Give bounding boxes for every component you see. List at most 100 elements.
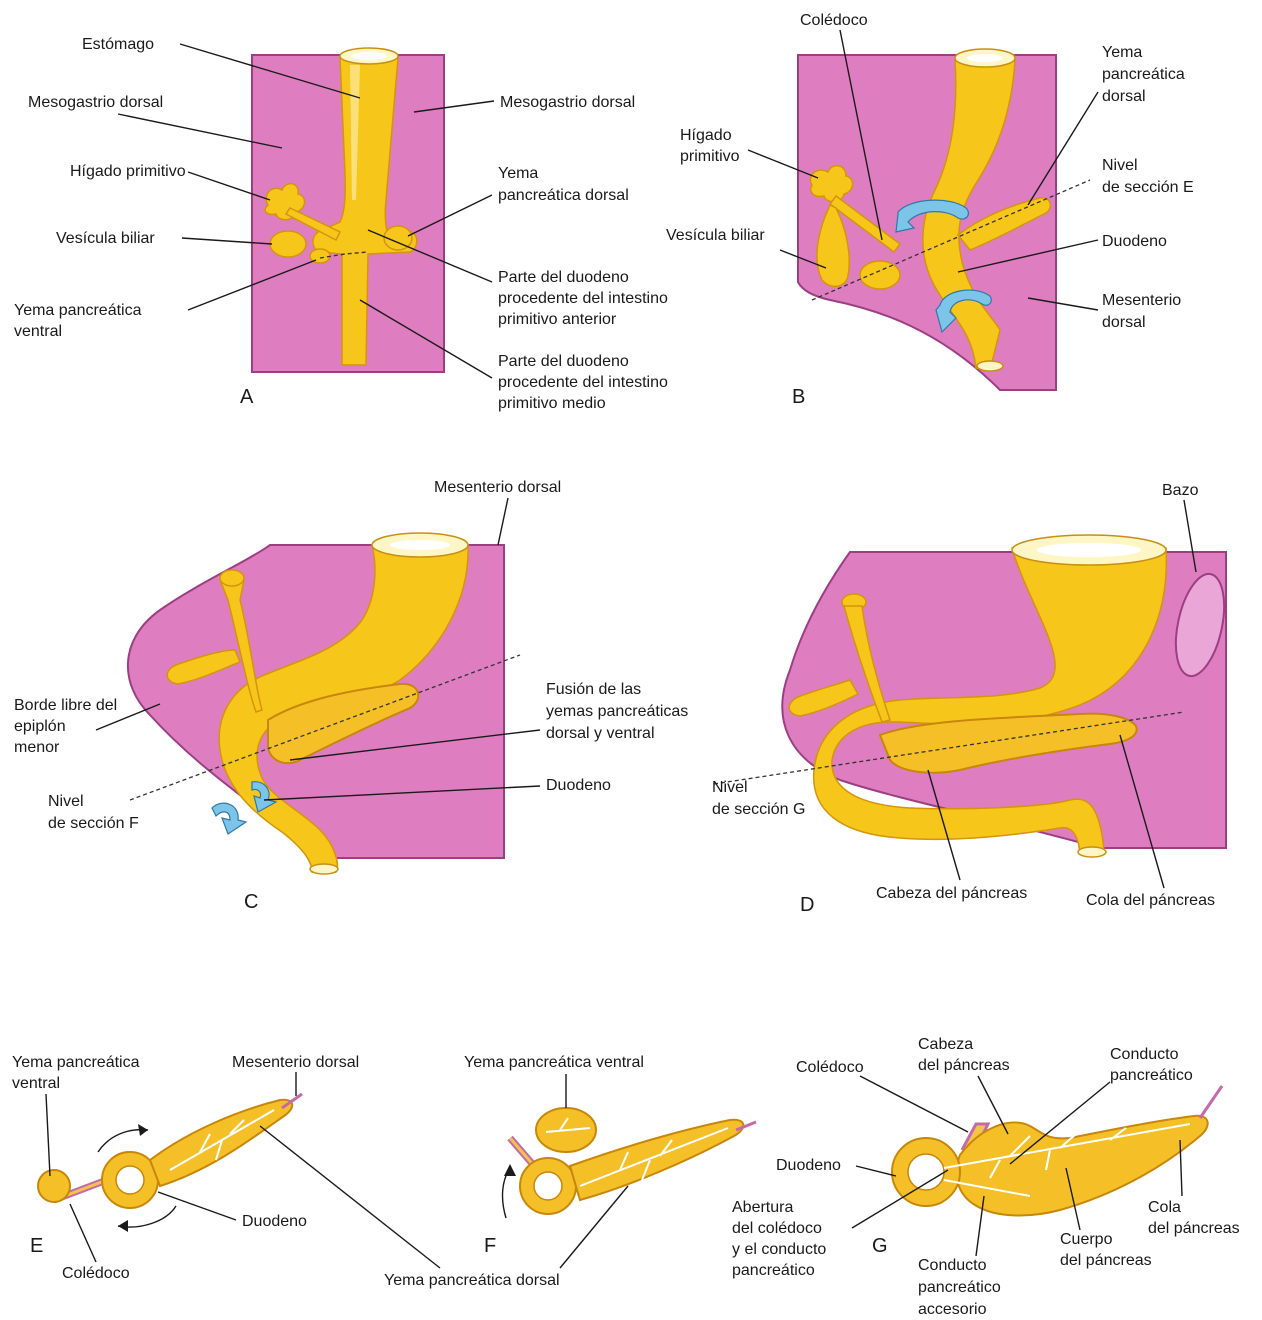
label-yema-dorsal-b-3: dorsal xyxy=(1102,88,1146,105)
label-accesorio-1: Conducto xyxy=(918,1257,987,1274)
label-yema-dorsal-f: Yema pancreática dorsal xyxy=(384,1272,560,1289)
duodenum-lumen-f xyxy=(534,1172,562,1200)
label-fusion-1: Fusión de las xyxy=(546,681,641,698)
duodenum-lumen-g xyxy=(908,1154,944,1190)
label-borde-1: Borde libre del xyxy=(14,697,117,714)
label-yema-dorsal-b-1: Yema xyxy=(1102,44,1142,61)
panel-letter-b: B xyxy=(792,386,805,408)
label-yema-ventral-a-2: ventral xyxy=(14,323,62,340)
panel-letter-e: E xyxy=(30,1235,43,1257)
label-yema-ventral-e-1: Yema pancreática xyxy=(12,1054,140,1071)
label-conducto-g-1: Conducto xyxy=(1110,1046,1179,1063)
label-estomago: Estómago xyxy=(82,36,154,53)
label-coledoco-e: Colédoco xyxy=(62,1265,130,1282)
label-nivel-g-2: de sección G xyxy=(712,801,805,818)
label-cabeza-g-2: del páncreas xyxy=(918,1057,1010,1074)
label-bazo: Bazo xyxy=(1162,482,1199,499)
leader-coledoco-g xyxy=(860,1076,968,1132)
label-higado-b-1: Hígado xyxy=(680,127,732,144)
label-cola-g-1: Cola xyxy=(1148,1199,1181,1216)
label-yema-ventral-f: Yema pancreática ventral xyxy=(464,1054,644,1071)
duodenum-end-lumen-d xyxy=(1078,847,1106,857)
ventral-bud-e xyxy=(38,1170,70,1202)
label-duod-ant-1: Parte del duodeno xyxy=(498,269,629,286)
label-yema-ventral-e-2: ventral xyxy=(12,1075,60,1092)
label-coledoco-g: Colédoco xyxy=(796,1059,864,1076)
label-nivel-f-1: Nivel xyxy=(48,793,84,810)
label-nivel-e-2: de sección E xyxy=(1102,179,1194,196)
label-duod-med-1: Parte del duodeno xyxy=(498,353,629,370)
leader-yema-dorsal-f-to-e xyxy=(260,1126,440,1268)
panel-b xyxy=(798,49,1090,390)
leader-coledoco-e xyxy=(70,1204,96,1262)
label-cuerpo-1: Cuerpo xyxy=(1060,1231,1113,1248)
label-cabeza-d: Cabeza del páncreas xyxy=(876,885,1027,902)
label-yema-dorsal-a-1: Yema xyxy=(498,165,538,182)
label-accesorio-3: accesorio xyxy=(918,1301,987,1318)
leader-duodeno-e xyxy=(158,1192,236,1220)
panel-c xyxy=(128,533,520,874)
stomach-lumen-inner-c xyxy=(390,540,450,550)
label-higado: Hígado primitivo xyxy=(70,163,186,180)
label-abertura-3: y el conducto xyxy=(732,1241,826,1258)
panel-e xyxy=(38,1094,302,1232)
ventral-pancreatic-bud-b xyxy=(860,261,900,289)
label-conducto-g-2: pancreático xyxy=(1110,1067,1193,1084)
arrow-f-head xyxy=(504,1164,516,1176)
label-abertura-1: Abertura xyxy=(732,1199,793,1216)
label-abertura-4: pancreático xyxy=(732,1262,815,1279)
label-coledoco-b: Colédoco xyxy=(800,12,868,29)
label-duod-ant-2: procedente del intestino xyxy=(498,290,668,307)
label-higado-b-2: primitivo xyxy=(680,148,740,165)
label-borde-2: epiplón xyxy=(14,718,66,735)
leader-mesenterio-c xyxy=(498,498,508,545)
label-yema-ventral-a-1: Yema pancreática xyxy=(14,302,142,319)
label-duodeno-c: Duodeno xyxy=(546,777,611,794)
label-cola-d: Cola del páncreas xyxy=(1086,892,1215,909)
rotation-arrow-lower-c xyxy=(212,803,246,834)
label-fusion-3: dorsal y ventral xyxy=(546,725,655,742)
label-nivel-f-2: de sección F xyxy=(48,815,139,832)
panel-letter-c: C xyxy=(244,891,258,913)
duodenum-lumen-e xyxy=(116,1166,144,1194)
panel-a xyxy=(252,48,444,372)
label-mesenterio-b-1: Mesenterio xyxy=(1102,292,1181,309)
gut-lumen-inner-a xyxy=(351,52,387,60)
panel-g xyxy=(892,1086,1222,1215)
label-vesicula-b: Vesícula biliar xyxy=(666,227,765,244)
label-duod-ant-3: primitivo anterior xyxy=(498,311,617,328)
label-abertura-2: del colédoco xyxy=(732,1220,822,1237)
label-mesenterio-e: Mesenterio dorsal xyxy=(232,1054,359,1071)
label-yema-dorsal-a-2: pancreática dorsal xyxy=(498,187,629,204)
label-vesicula-a: Vesícula biliar xyxy=(56,230,155,247)
label-cola-g-2: del páncreas xyxy=(1148,1220,1240,1237)
panel-letter-f: F xyxy=(484,1235,496,1257)
panel-f xyxy=(503,1108,756,1218)
mesentery-stub-g xyxy=(1200,1086,1222,1118)
label-cuerpo-2: del páncreas xyxy=(1060,1252,1152,1269)
label-borde-3: menor xyxy=(14,739,60,756)
label-duodeno-g: Duodeno xyxy=(776,1157,841,1174)
label-mesenterio-b-2: dorsal xyxy=(1102,314,1146,331)
label-duodeno-e: Duodeno xyxy=(242,1213,307,1230)
stomach-lumen-inner-d xyxy=(1037,543,1141,557)
gut-end-lumen-b xyxy=(977,361,1003,371)
panel-letter-a: A xyxy=(240,386,254,408)
leader-duodeno-g xyxy=(856,1166,896,1176)
label-duod-med-2: procedente del intestino xyxy=(498,374,668,391)
liver-stub-c xyxy=(220,570,244,586)
label-duodeno-b: Duodeno xyxy=(1102,233,1167,250)
label-accesorio-2: pancreático xyxy=(918,1279,1001,1296)
duodenum-end-lumen-c xyxy=(310,864,338,874)
gallbladder-a xyxy=(270,231,306,257)
label-yema-dorsal-b-2: pancreática xyxy=(1102,66,1185,83)
label-mesogastrio-right: Mesogastrio dorsal xyxy=(500,94,635,111)
label-nivel-e-1: Nivel xyxy=(1102,157,1138,174)
gut-lumen-inner-b xyxy=(967,54,1003,62)
label-mesenterio-c: Mesenterio dorsal xyxy=(434,479,561,496)
label-fusion-2: yemas pancreáticas xyxy=(546,703,688,720)
label-cabeza-g-1: Cabeza xyxy=(918,1036,973,1053)
leader-yema-ventral-e xyxy=(46,1094,50,1176)
label-duod-med-3: primitivo medio xyxy=(498,395,606,412)
